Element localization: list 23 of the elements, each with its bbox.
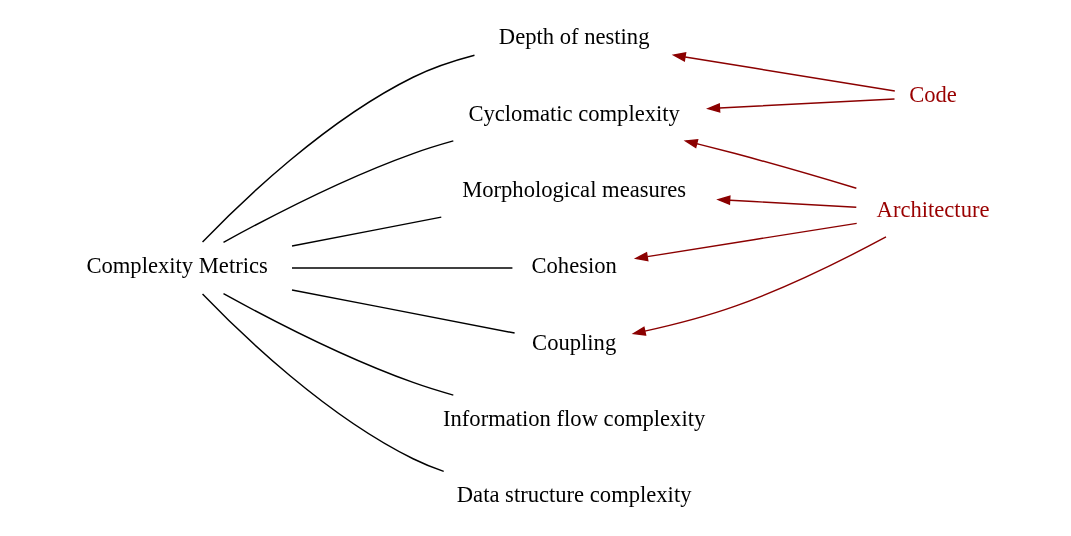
node-text: Cyclomatic complexity <box>467 100 680 126</box>
connector <box>201 54 475 243</box>
connector <box>222 140 454 244</box>
node-text: Information flow complexity <box>442 405 705 431</box>
connector <box>290 267 513 269</box>
arrow <box>705 98 895 113</box>
connector <box>290 289 515 334</box>
node-text: Code <box>908 82 957 108</box>
connector <box>222 292 454 396</box>
arrow <box>715 195 857 208</box>
node-text: Architecture <box>876 196 989 222</box>
node-text: Coupling <box>531 329 616 355</box>
node-text: Depth of nesting <box>498 24 649 50</box>
arrow <box>631 236 887 336</box>
arrow <box>683 139 857 189</box>
node-text: Morphological measures <box>461 177 686 203</box>
arrow <box>633 222 857 262</box>
connector <box>290 216 442 247</box>
node-text: Data structure complexity <box>456 482 691 508</box>
node-text: Cohesion <box>530 253 617 279</box>
arrow <box>671 52 896 92</box>
connector <box>201 293 444 473</box>
node-text: Complexity Metrics <box>85 253 268 279</box>
